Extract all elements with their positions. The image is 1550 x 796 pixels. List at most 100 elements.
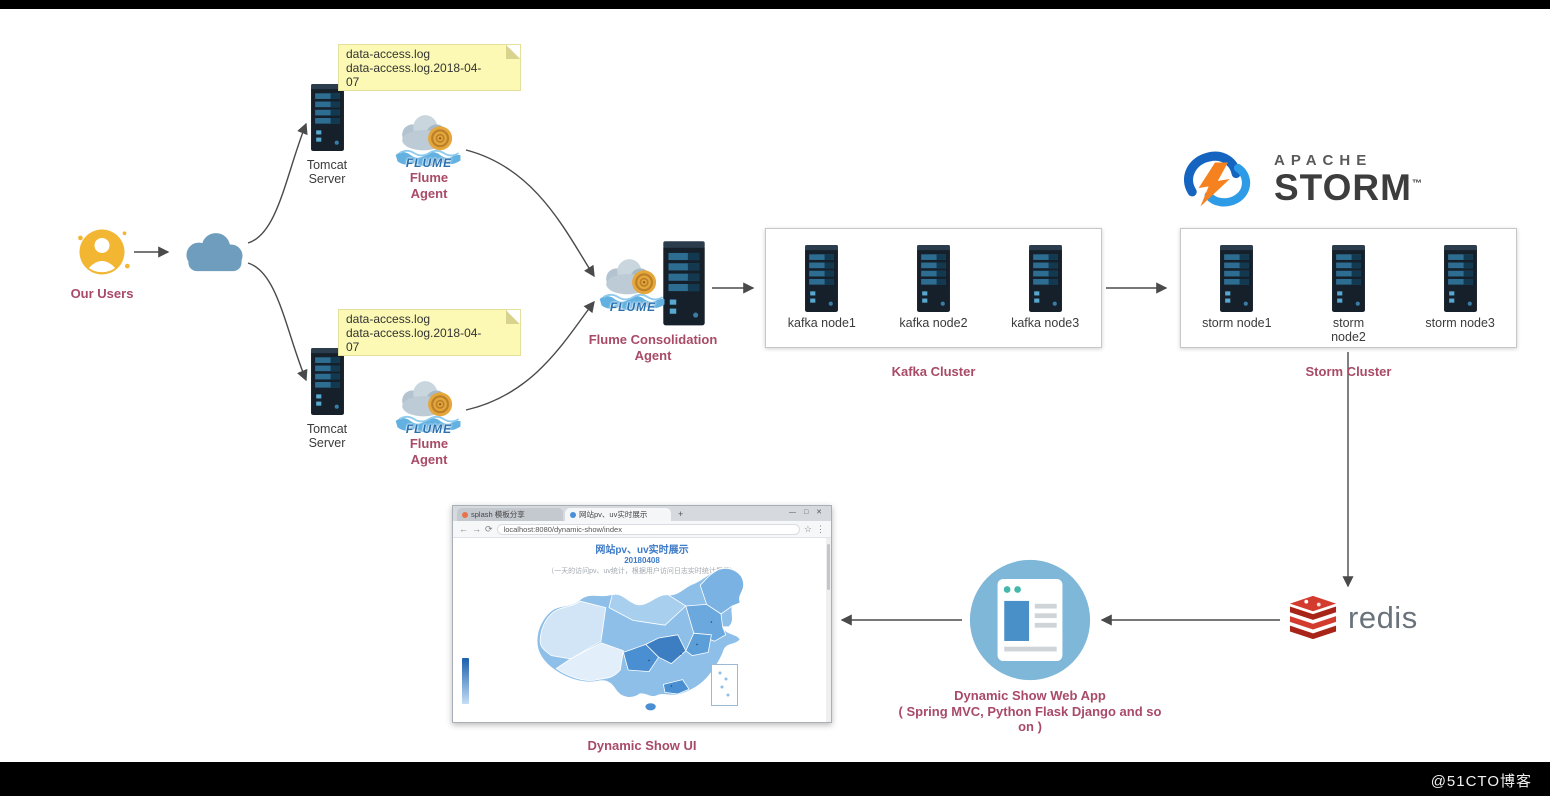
scrollbar-thumb[interactable] xyxy=(827,544,830,590)
browser-tab-2: 网站pv、uv实时展示 xyxy=(565,508,671,521)
browser-toolbar: ← → ⟳ localhost:8080/dynamic-show/index … xyxy=(453,521,831,538)
map-region-southwest xyxy=(555,642,624,681)
browser-scrollbar[interactable] xyxy=(826,538,831,722)
flume-agent-bottom-label: Flume Agent xyxy=(409,436,449,467)
map-region-north xyxy=(608,593,687,626)
storm-logo-tm: ™ xyxy=(1411,178,1423,190)
storm-node-2: storm node2 xyxy=(1296,245,1400,345)
map-region-northeast xyxy=(699,568,744,615)
storm-node-1: storm node1 xyxy=(1185,245,1289,330)
flume-logo-text: FLUME xyxy=(609,300,657,314)
flume-logo-text: FLUME xyxy=(405,156,453,170)
dynamic-show-ui-label: Dynamic Show UI xyxy=(587,738,697,753)
watermark-text: @51CTO博客 xyxy=(1430,773,1532,790)
tomcat-bottom-label-line2: Server xyxy=(308,436,346,451)
kafka-node-3-label: kafka node3 xyxy=(1011,316,1080,330)
tomcat-top-label-line1: Tomcat xyxy=(306,158,348,172)
tomcat-top-label-line2: Server xyxy=(308,172,346,187)
china-map-chart xyxy=(536,568,744,712)
apache-storm-logo: APACHE STORM™ xyxy=(1172,146,1423,212)
server-icon xyxy=(1028,245,1063,313)
flume-logo-text: FLUME xyxy=(405,422,453,436)
storm-logo-storm-text: STORM™ xyxy=(1274,167,1423,208)
browser-tab-1: splash 模板分享 xyxy=(457,508,563,521)
note-line1: data-access.log xyxy=(346,312,431,326)
tab-favicon xyxy=(462,511,468,518)
user-icon xyxy=(72,222,132,282)
map-region-sichuan xyxy=(623,644,659,672)
storm-node-3-label: storm node3 xyxy=(1425,316,1495,330)
redis-node: redis xyxy=(1286,594,1418,642)
storm-node-3: storm node3 xyxy=(1408,245,1512,330)
tomcat-server-bottom: Tomcat Server xyxy=(292,348,362,451)
kafka-node-1: kafka node1 xyxy=(770,245,874,330)
our-users-node: Our Users xyxy=(42,222,162,302)
south-china-sea-inset xyxy=(711,664,738,706)
flume-agent-top-label: Flume Agent xyxy=(409,170,449,201)
flume-consolidation-label: Flume Consolidation Agent xyxy=(573,332,733,363)
kafka-node-1-label: kafka node1 xyxy=(787,316,856,330)
log-note-top: data-access.log data-access.log.2018-04-… xyxy=(338,44,521,91)
consolidation-label-line2: Agent xyxy=(634,347,672,363)
bookmark-star-icon: ☆ xyxy=(803,523,812,534)
new-tab-button: + xyxy=(678,509,684,519)
dynamic-show-browser-window: splash 模板分享 网站pv、uv实时展示 + — □ ✕ ← → ⟳ lo… xyxy=(452,505,832,723)
flume-agent-bottom: FLUME Flume Agent xyxy=(390,378,468,467)
redis-icon xyxy=(1286,594,1340,642)
storm-node-1-label: storm node1 xyxy=(1202,316,1272,330)
note-line3: 07 xyxy=(346,75,360,90)
note-fold-corner xyxy=(506,45,520,59)
webapp-label-line3: on ) xyxy=(1018,719,1042,735)
tab-favicon xyxy=(570,511,576,518)
log-note-bottom: data-access.log data-access.log.2018-04-… xyxy=(338,309,521,356)
server-icon xyxy=(804,245,839,313)
arrow-flume-top-to-consolidation xyxy=(465,149,595,278)
note-line2: data-access.log.2018-04- xyxy=(346,61,482,76)
map-region-south xyxy=(663,679,690,695)
server-icon xyxy=(310,348,345,416)
kafka-node-2-label: kafka node2 xyxy=(899,316,968,330)
webapp-label-line2: ( Spring MVC, Python Flask Django and so xyxy=(898,703,1162,719)
tab-2-title: 网站pv、uv实时展示 xyxy=(579,510,648,519)
map-hainan xyxy=(644,702,657,712)
storm-swirl-icon xyxy=(1172,146,1260,212)
page-date: 20180408 xyxy=(624,556,660,565)
top-black-bar xyxy=(0,0,1550,9)
reload-icon: ⟳ xyxy=(485,523,493,534)
note-fold-corner xyxy=(506,310,520,324)
window-controls: — □ ✕ xyxy=(789,509,825,516)
webapp-label: Dynamic Show Web App ( Spring MVC, Pytho… xyxy=(870,688,1190,735)
bottom-black-bar: @51CTO博客 xyxy=(0,762,1550,796)
server-icon xyxy=(1331,245,1366,313)
webapp-icon xyxy=(968,558,1092,682)
storm-logo-apache-text: APACHE xyxy=(1274,152,1373,169)
tab-1-title: splash 模板分享 xyxy=(471,510,525,519)
note-line2: data-access.log.2018-04- xyxy=(346,326,482,341)
server-icon xyxy=(1443,245,1478,313)
kafka-cluster-title: Kafka Cluster xyxy=(891,364,976,379)
tomcat-bottom-label-line1: Tomcat xyxy=(306,422,348,436)
storm-node-2-label: storm node2 xyxy=(1331,316,1366,345)
browser-tab-strip: splash 模板分享 网站pv、uv实时展示 + — □ ✕ xyxy=(453,506,831,521)
address-bar: localhost:8080/dynamic-show/index xyxy=(496,523,800,535)
server-icon xyxy=(1219,245,1254,313)
kafka-node-2: kafka node2 xyxy=(881,245,985,330)
map-region-east xyxy=(685,632,712,656)
note-line1: data-access.log xyxy=(346,47,431,61)
map-region-west xyxy=(539,600,607,660)
kafka-node-3: kafka node3 xyxy=(993,245,1097,330)
webapp-label-line1: Dynamic Show Web App xyxy=(954,688,1106,703)
page-title: 网站pv、uv实时展示 xyxy=(595,545,689,556)
browser-content: 网站pv、uv实时展示 20180408 （一天的访问pv、uv统计，根据用户访… xyxy=(453,538,831,722)
back-icon: ← xyxy=(459,523,468,534)
consolidation-label-line1: Flume Consolidation xyxy=(588,332,718,347)
internet-cloud-icon xyxy=(176,230,252,278)
server-icon xyxy=(310,84,345,152)
forward-icon: → xyxy=(472,523,481,534)
flume-consolidation-node: FLUME xyxy=(596,238,716,334)
page-description: （一天的访问pv、uv统计，根据用户访问日志实时统计展示） xyxy=(547,568,737,575)
flume-agent-top: FLUME Flume Agent xyxy=(390,112,468,201)
note-line3: 07 xyxy=(346,340,360,355)
storm-cluster-box: storm node1 storm node2 storm node3 xyxy=(1180,228,1517,348)
redis-label: redis xyxy=(1348,600,1418,635)
